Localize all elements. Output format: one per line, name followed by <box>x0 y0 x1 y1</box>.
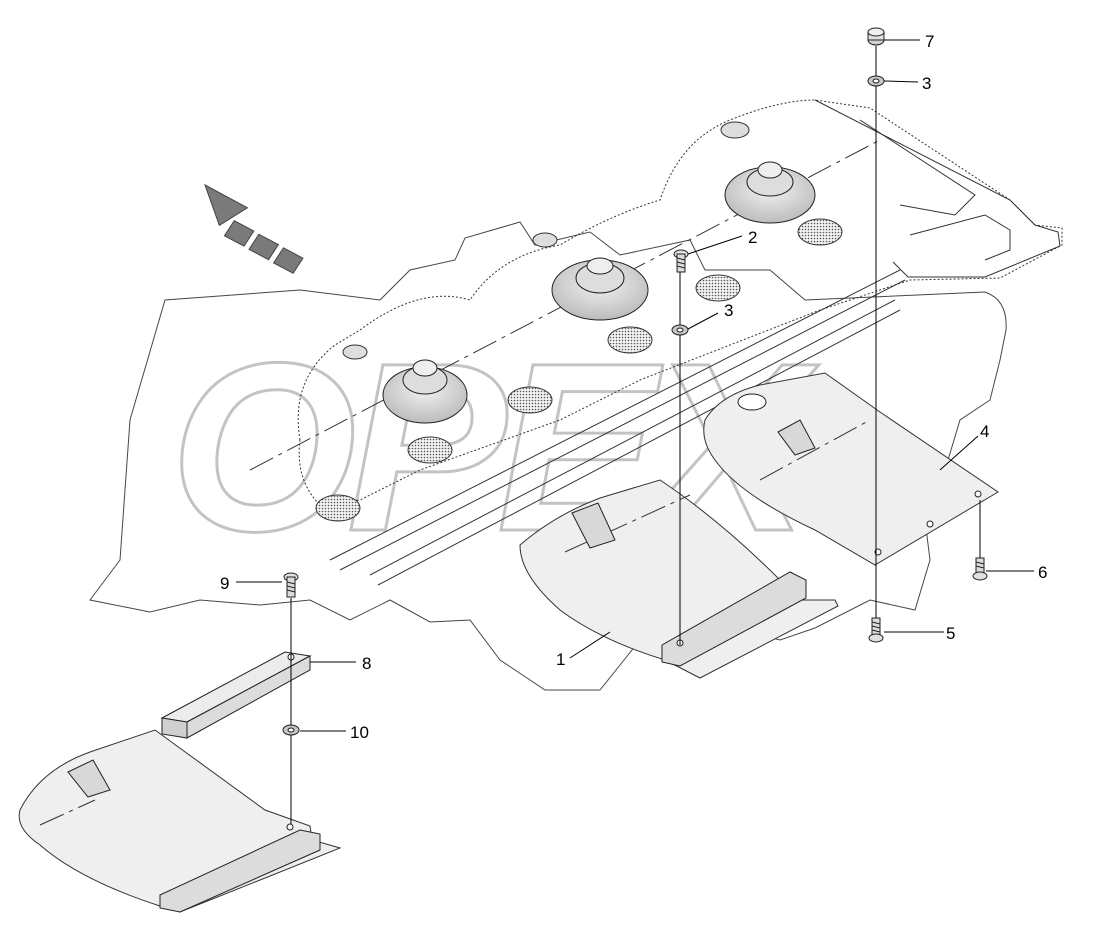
callout-labels: 1 2 3 3 4 5 6 7 8 9 10 <box>220 32 1047 742</box>
part-10-washer <box>282 724 300 736</box>
cutterbar-frame-bracket <box>909 214 1011 261</box>
disc-hub-3 <box>724 161 816 224</box>
spacer-bar-top <box>160 651 312 723</box>
lower-skid-centerline <box>39 799 96 826</box>
leader-lines <box>236 39 1034 732</box>
callout-1: 1 <box>556 650 565 669</box>
plate-slot <box>737 393 767 411</box>
plate-centerline <box>759 419 871 481</box>
part-1-skid-shoe <box>519 479 839 679</box>
cutterbar-frame-rail <box>814 99 1061 278</box>
lower-skid-shoe <box>18 729 342 913</box>
cutterbar-outline <box>297 99 1063 506</box>
skid-shoe-centerline <box>564 494 691 553</box>
part-3-washer-top <box>867 75 885 87</box>
part-5-bolt <box>868 617 884 643</box>
seal-rings <box>315 218 843 522</box>
callout-3-top: 3 <box>922 74 931 93</box>
lower-skid-body <box>18 729 342 913</box>
callout-4: 4 <box>980 422 989 441</box>
callout-7: 7 <box>925 32 934 51</box>
callout-5: 5 <box>946 624 955 643</box>
part-2-carriage-bolt <box>673 249 689 273</box>
hardware <box>282 27 988 736</box>
callout-9: 9 <box>220 574 229 593</box>
part-6-bolt <box>972 557 988 581</box>
watermark-gear-outline <box>89 221 1007 691</box>
cutterbar-frame-inner <box>859 119 976 216</box>
callout-2: 2 <box>748 228 757 247</box>
spacer-bar-side <box>186 655 311 739</box>
plate-hole-3 <box>974 490 982 498</box>
knife-bar <box>329 269 906 586</box>
callout-6: 6 <box>1038 563 1047 582</box>
part-9-bolt <box>283 572 299 598</box>
plate-hole-2 <box>926 520 934 528</box>
callout-3-middle: 3 <box>724 301 733 320</box>
mount-holes <box>342 121 750 360</box>
plate-body <box>703 372 999 566</box>
skid-shoe-clip <box>571 502 616 549</box>
lower-skid-bar <box>159 829 321 913</box>
callout-10: 10 <box>350 723 369 742</box>
part-8-spacer-bar <box>160 651 312 739</box>
disc-hub-2 <box>551 257 649 321</box>
disc-hub-1 <box>382 359 468 424</box>
lower-skid-clip <box>67 759 111 798</box>
lower-skid-hole <box>286 823 294 831</box>
part-7-lock-nut <box>867 27 885 46</box>
cutterbar-assembly <box>249 99 1063 586</box>
skid-shoe-bar <box>661 571 807 667</box>
spacer-bar-front <box>161 717 188 739</box>
part-3-washer-middle <box>671 324 689 336</box>
travel-direction-arrow-icon <box>204 183 304 274</box>
plate-clip <box>777 419 816 456</box>
callout-8: 8 <box>362 654 371 673</box>
